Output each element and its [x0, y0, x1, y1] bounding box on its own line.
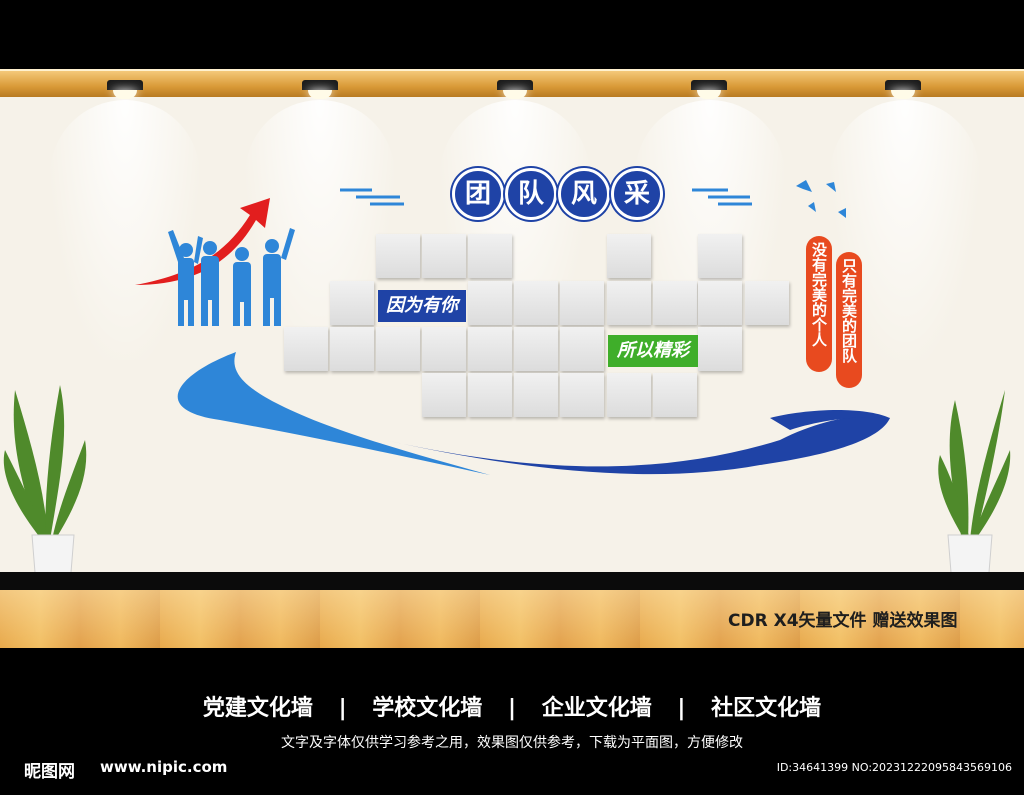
photo-frame [607, 281, 651, 325]
category-separator: | [677, 696, 686, 721]
photo-frame [284, 327, 328, 371]
photo-frame [468, 373, 512, 417]
photo-frame [330, 327, 374, 371]
photo-frame [560, 327, 604, 371]
photo-frame [376, 234, 420, 278]
blue-swoosh-tip [770, 410, 890, 430]
image-id-text: ID:34641399 NO:20231222095843569106 [776, 761, 1012, 774]
plant-icon [3, 385, 87, 540]
photo-frame [514, 373, 558, 417]
photo-frame [468, 327, 512, 371]
photo-frame [422, 234, 466, 278]
category-item: 党建文化墙 [202, 696, 313, 721]
category-row: 党建文化墙 | 学校文化墙 | 企业文化墙 | 社区文化墙 [0, 690, 1024, 722]
wall-graphics [3, 180, 1011, 591]
title-char: 采 [611, 168, 663, 220]
spotlight-icon [107, 80, 143, 102]
photo-frame [560, 373, 604, 417]
photo-frame [653, 281, 697, 325]
spotlight-icon [691, 80, 727, 102]
banner-text: 只有完美的团队 [840, 258, 858, 363]
watermark-url[interactable]: www.nipic.com [100, 758, 228, 776]
photo-frame [560, 281, 604, 325]
photo-frame [745, 281, 789, 325]
light-glow [50, 100, 200, 360]
category-separator: | [507, 696, 517, 721]
spotlight-icon [885, 80, 921, 102]
photo-frame [422, 327, 466, 371]
plant-icon [938, 390, 1011, 540]
spotlight-icon [302, 80, 338, 102]
banner-text: 没有完美的个人 [810, 242, 828, 347]
photo-frame [698, 327, 742, 371]
cloud-icon [340, 188, 752, 206]
blue-swoosh-light [177, 352, 490, 475]
photo-frame [698, 281, 742, 325]
vertical-banner-right: 只有完美的团队 [836, 252, 862, 388]
title-char: 团 [452, 168, 504, 220]
category-item: 社区文化墙 [711, 696, 822, 721]
blue-swoosh-dark [385, 416, 890, 475]
spotlight-icon [497, 80, 533, 102]
photo-frame [468, 234, 512, 278]
category-item: 企业文化墙 [541, 696, 652, 721]
team-silhouette-icon [168, 228, 295, 326]
slogan-right: 所以精彩 [608, 335, 698, 367]
bird-icon [796, 180, 846, 218]
photo-frame [607, 234, 651, 278]
photo-frame [330, 281, 374, 325]
wood-floor [0, 590, 1024, 648]
title-char: 队 [505, 168, 557, 220]
photo-frame [698, 234, 742, 278]
footer-band [0, 648, 1024, 795]
photo-frame [514, 327, 558, 371]
photo-frame [468, 281, 512, 325]
photo-frame [514, 281, 558, 325]
usage-note: 文字及字体仅供学习参考之用，效果图仅供参考，下载为平面图，方便修改 [281, 735, 743, 751]
vertical-banner-left: 没有完美的个人 [806, 236, 832, 372]
baseboard [0, 572, 1024, 592]
photo-frame [376, 327, 420, 371]
slogan-left: 因为有你 [378, 290, 466, 322]
title-char: 风 [558, 168, 610, 220]
file-caption: CDR X4矢量文件 赠送效果图 [728, 611, 958, 631]
photo-frame [653, 373, 697, 417]
watermark-logo: 昵图网 [24, 762, 75, 782]
photo-frame [422, 373, 466, 417]
category-item: 学校文化墙 [372, 696, 483, 721]
category-separator: | [338, 696, 347, 721]
photo-frame [607, 373, 651, 417]
